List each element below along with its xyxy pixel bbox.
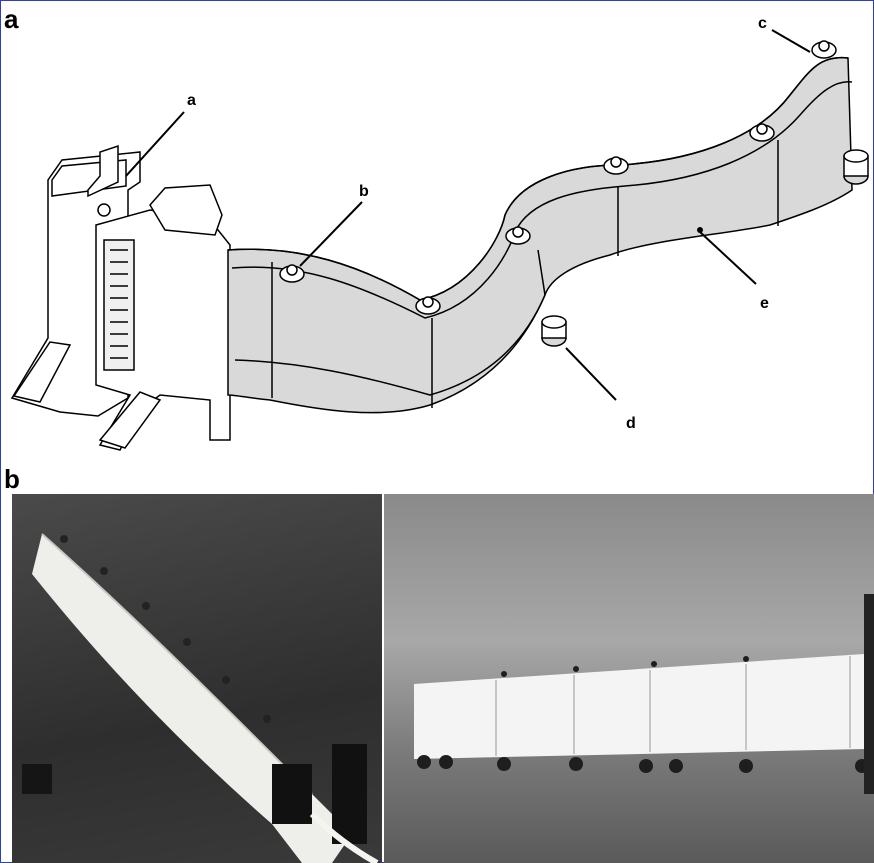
photo-left [12,494,382,863]
callout-b: b [359,183,369,200]
photo-right [384,494,874,863]
callout-c: c [758,15,767,32]
panel-a-drawing: a b c d e [10,15,869,451]
marker-e-dot [697,227,703,233]
module-pins [279,40,837,315]
module-feet [541,149,869,347]
panel-a-label: a [4,4,19,34]
callout-e: e [760,295,769,312]
s-module-body [227,56,853,414]
callout-a: a [187,92,196,109]
pin-a [97,203,111,217]
base-holder [10,144,231,451]
callout-d: d [626,415,636,432]
callout-leaders [125,29,811,401]
panel-b-label: b [4,464,20,494]
